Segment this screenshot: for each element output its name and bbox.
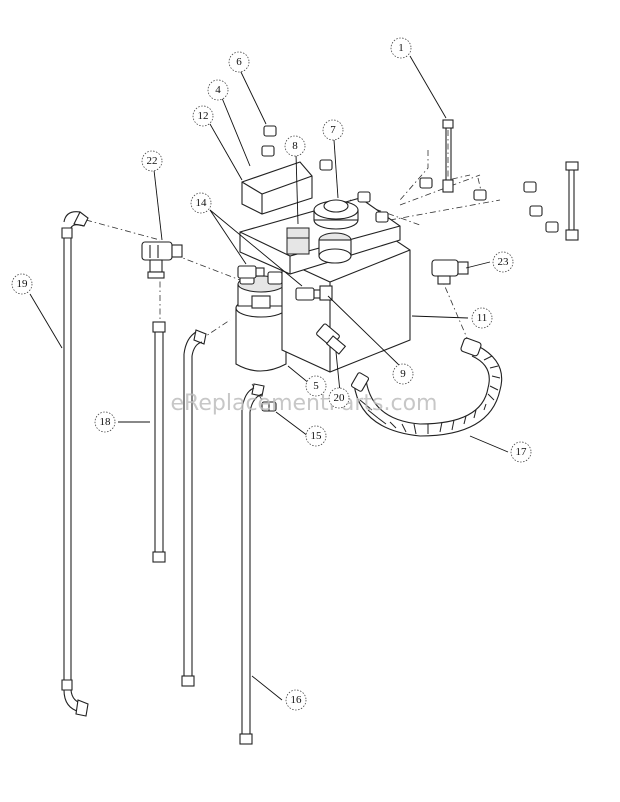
callout-20-label: 20 bbox=[334, 392, 346, 404]
callout-22-label: 22 bbox=[147, 155, 158, 167]
callout-8: 8 bbox=[284, 135, 306, 157]
callout-12-label: 12 bbox=[198, 110, 209, 122]
part-15-nut bbox=[261, 401, 277, 412]
callout-4-label: 4 bbox=[215, 84, 221, 96]
callout-1-label: 1 bbox=[398, 42, 404, 54]
callout-15: 15 bbox=[305, 425, 327, 447]
callout-18: 18 bbox=[94, 411, 116, 433]
callout-20: 20 bbox=[328, 387, 350, 409]
callout-16-label: 16 bbox=[291, 694, 303, 706]
part-23-elbow bbox=[431, 259, 469, 285]
part-11-reservoir-tank bbox=[239, 161, 411, 373]
callout-9: 9 bbox=[392, 363, 414, 385]
callout-6: 6 bbox=[228, 51, 250, 73]
callout-8-label: 8 bbox=[292, 140, 298, 152]
watermark-text: eReplacementParts.com bbox=[171, 391, 438, 416]
callout-18-label: 18 bbox=[100, 416, 112, 428]
part-22-tee-fitting bbox=[141, 241, 183, 279]
callout-14: 14 bbox=[190, 192, 212, 214]
part-5-filter bbox=[235, 271, 287, 372]
part-20-elbow bbox=[316, 323, 347, 355]
callout-17: 17 bbox=[510, 441, 532, 463]
callout-4: 4 bbox=[207, 79, 229, 101]
callout-15-label: 15 bbox=[311, 430, 323, 442]
part-17-coiled-hose bbox=[350, 337, 503, 437]
callout-23-label: 23 bbox=[498, 256, 510, 268]
callout-16: 16 bbox=[285, 689, 307, 711]
callout-5: 5 bbox=[305, 375, 327, 397]
part-16-hose bbox=[239, 383, 265, 745]
callout-1: 1 bbox=[390, 37, 412, 59]
callout-7-label: 7 bbox=[330, 124, 336, 136]
callout-14-label: 14 bbox=[196, 197, 208, 209]
callout-7: 7 bbox=[322, 119, 344, 141]
part-7-filler-cap bbox=[313, 199, 359, 264]
callout-9-label: 9 bbox=[400, 368, 406, 380]
callout-5-label: 5 bbox=[313, 380, 319, 392]
part-18-short-hose bbox=[152, 321, 166, 563]
hardware-bolts bbox=[261, 119, 579, 241]
callout-19: 19 bbox=[11, 273, 33, 295]
callout-17-label: 17 bbox=[516, 446, 528, 458]
callout-12: 12 bbox=[192, 105, 214, 127]
callout-11: 11 bbox=[471, 307, 493, 329]
callout-23: 23 bbox=[492, 251, 514, 273]
callout-19-label: 19 bbox=[17, 278, 29, 290]
callout-22: 22 bbox=[141, 150, 163, 172]
callout-6-label: 6 bbox=[236, 56, 242, 68]
callout-11-label: 11 bbox=[477, 312, 488, 324]
part-19-long-hose bbox=[61, 211, 89, 717]
leader-lines bbox=[29, 55, 509, 701]
part-bent-hose bbox=[181, 329, 207, 687]
